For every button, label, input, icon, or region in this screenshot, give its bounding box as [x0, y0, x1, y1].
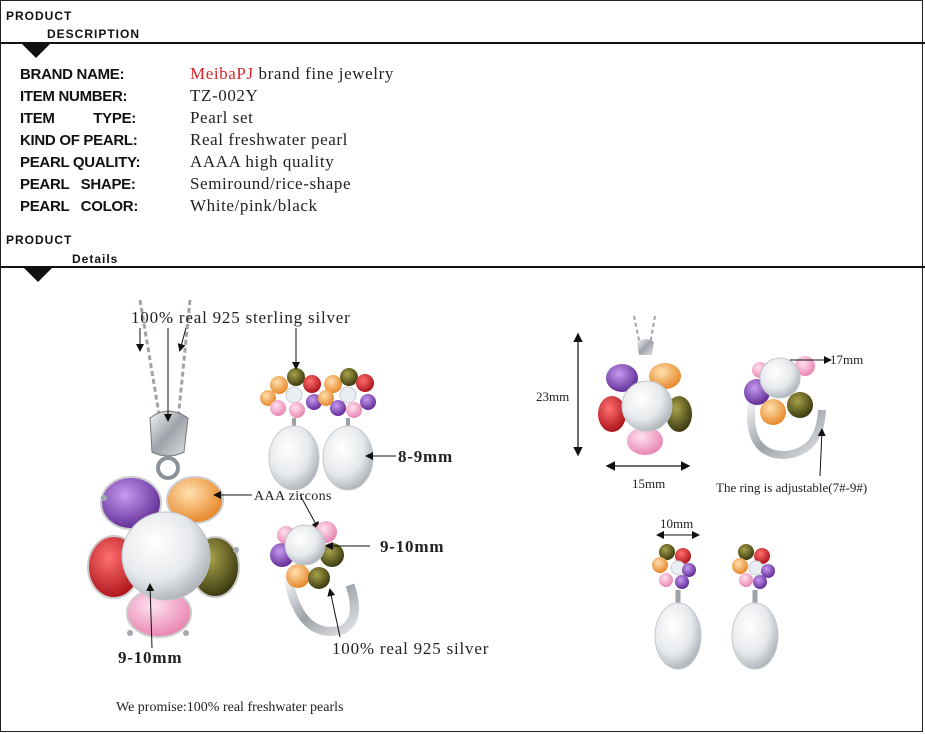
spec-value: Real freshwater pearl	[190, 130, 348, 149]
earrings-middle	[260, 368, 376, 491]
description-header-line1: PRODUCT	[6, 9, 73, 23]
spec-value: AAAA high quality	[190, 152, 335, 171]
pendant-pearl-size-label: 9-10mm	[118, 648, 183, 667]
pendant-necklace	[87, 299, 240, 638]
description-header-arrow	[22, 44, 50, 58]
brand-name: MeibaPJ	[190, 64, 254, 83]
spec-value: MeibaPJ brand fine jewelry	[190, 64, 394, 84]
ring-right	[744, 356, 826, 460]
brand-suffix: brand fine jewelry	[253, 64, 394, 83]
spec-label: PEARL COLOR:	[20, 198, 139, 215]
details-header-line2: Details	[72, 252, 119, 266]
details-header-arrow	[24, 268, 52, 282]
spec-value: Semiround/rice-shape	[190, 174, 352, 193]
earring-size-label: 8-9mm	[398, 447, 453, 466]
ring-silver-label: 100% real 925 silver	[332, 639, 490, 658]
spec-label: ITEM NUMBER:	[20, 88, 128, 105]
spec-label: ITEM TYPE:	[20, 110, 136, 127]
spec-value: Pearl set	[190, 108, 254, 127]
earrings-right	[652, 544, 779, 670]
details-header-rule	[0, 266, 925, 268]
spec-label: PEARL QUALITY:	[20, 154, 141, 171]
promise-text: We promise:100% real freshwater pearls	[116, 700, 344, 715]
dimension-17mm: 17mm	[830, 352, 864, 367]
ring-adjustable-label: The ring is adjustable(7#-9#)	[716, 480, 868, 495]
description-header-rule	[0, 42, 925, 44]
spec-value: White/pink/black	[190, 196, 318, 215]
spec-label: PEARL SHAPE:	[20, 176, 136, 193]
pendant-small	[598, 315, 692, 455]
zircons-label: AAA zircons	[254, 489, 332, 504]
dimension-10mm: 10mm	[660, 516, 694, 531]
dimension-23mm: 23mm	[536, 389, 570, 404]
dimension-15mm: 15mm	[632, 476, 666, 491]
spec-value: TZ-002Y	[190, 86, 259, 105]
details-header-line1: PRODUCT	[6, 233, 73, 247]
description-header-line2: DESCRIPTION	[47, 27, 141, 41]
silver-label: 100% real 925 sterling silver	[131, 308, 351, 327]
ring-middle	[270, 521, 359, 636]
spec-label: KIND OF PEARL:	[20, 132, 138, 149]
ring-pearl-size-label: 9-10mm	[380, 537, 445, 556]
spec-label: BRAND NAME:	[20, 66, 125, 83]
